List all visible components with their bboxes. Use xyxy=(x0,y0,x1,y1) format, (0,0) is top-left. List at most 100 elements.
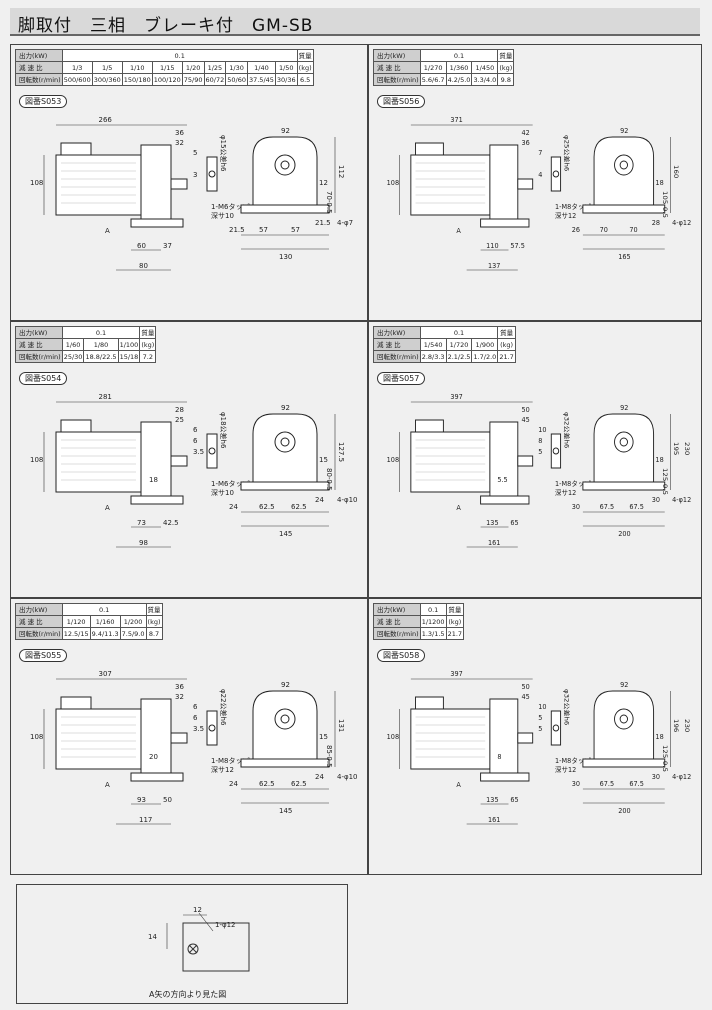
speed-cell: 3.3/4.0 xyxy=(471,73,499,86)
dim-base-half-left: 67.5 xyxy=(600,503,614,511)
dim-key-depth: 3.5 xyxy=(193,448,204,456)
dim-shaft-height: 85-0.5 xyxy=(325,745,333,768)
dim-mount-holes: 4-φ10 xyxy=(337,773,358,781)
dim-base-edge-right: 30 xyxy=(652,773,660,781)
dim-tap-depth: 深サ12 xyxy=(555,211,576,220)
gearbox-body xyxy=(140,144,172,226)
mass-unit: (kg) xyxy=(145,615,163,628)
speed-label: 回転数(r/min) xyxy=(373,73,421,86)
front-base xyxy=(582,204,666,214)
speed-cell: 2.1/2.5 xyxy=(445,350,473,363)
dim-base-edge-right: 24 xyxy=(315,773,324,781)
dim-base-edge-right: 24 xyxy=(315,496,324,504)
shaft-key-detail xyxy=(206,710,218,746)
mass-value: 9.8 xyxy=(497,73,515,86)
dim-total-height: 131 xyxy=(337,719,345,732)
dim-base-total: 145 xyxy=(279,807,292,815)
output-shaft xyxy=(170,732,188,744)
output-shaft xyxy=(517,732,534,744)
dim-shaft-height: 125-0.5 xyxy=(661,745,669,772)
dim-shaft-length: 42 xyxy=(522,129,530,137)
front-view-housing xyxy=(593,413,655,483)
mounting-foot xyxy=(480,495,530,505)
dim-base-thickness: 15 xyxy=(319,456,328,464)
dim-motor-height: 108 xyxy=(387,456,399,464)
speed-label: 回転数(r/min) xyxy=(15,350,63,363)
dim-total-height: 160 xyxy=(672,165,680,178)
page-title: 脚取付 三相 ブレーキ付 GM-SB xyxy=(18,16,314,36)
speed-label: 回転数(r/min) xyxy=(373,350,421,363)
speed-cell: 60/72 xyxy=(203,73,227,86)
speed-cell: 5.6/6.7 xyxy=(419,73,447,86)
detail-hole-icon xyxy=(187,943,199,955)
dim-base-thickness: 15 xyxy=(319,733,328,741)
speed-cell: 15/18 xyxy=(117,350,141,363)
output-value: 0.1 xyxy=(419,326,499,339)
dim-base-edge-left: 30 xyxy=(572,503,580,511)
dim-base-half-right: 62.5 xyxy=(291,503,307,511)
output-label: 出力(kW) xyxy=(15,326,63,339)
dim-tap-depth: 深サ10 xyxy=(211,488,234,497)
shaft-key-detail xyxy=(550,710,562,746)
speed-cell: 25/30 xyxy=(61,350,85,363)
dim-shaft-length: 36 xyxy=(175,129,184,137)
terminal-box xyxy=(60,419,92,433)
front-view-housing xyxy=(252,690,318,760)
dim-shaft-offset: 32 xyxy=(175,139,184,147)
dim-front-width: 92 xyxy=(620,127,628,135)
dim-tap-size: 1-M6タップ xyxy=(211,202,249,211)
ratio-label: 減 速 比 xyxy=(373,338,421,351)
dim-motor-height: 108 xyxy=(30,456,43,464)
front-base xyxy=(582,481,666,491)
dim-base-total: 130 xyxy=(279,253,292,261)
mass-value: 21.7 xyxy=(497,350,516,363)
output-label: 出力(kW) xyxy=(373,49,421,62)
dim-key-depth: 4 xyxy=(538,171,542,179)
shaft-key-detail xyxy=(206,433,218,469)
dim-base-total: 165 xyxy=(618,253,630,261)
dim-motor-height: 108 xyxy=(387,733,399,741)
shaft-key-detail xyxy=(550,433,562,469)
dim-shaft-length: 28 xyxy=(175,406,184,414)
dim-base-height: 5.5 xyxy=(497,476,507,484)
dim-base-thickness: 18 xyxy=(655,179,663,187)
terminal-box xyxy=(415,142,444,156)
dim-base-half-left: 62.5 xyxy=(259,780,275,788)
front-base xyxy=(240,758,330,768)
speed-cell: 37.5/45 xyxy=(246,73,276,86)
gearbox-body xyxy=(489,421,519,503)
ratio-cell: 1/720 xyxy=(445,338,473,351)
dim-tap-size: 1-M8タップ xyxy=(211,756,249,765)
mass-value: 7.2 xyxy=(139,350,157,363)
figure-number-badge: 図番S054 xyxy=(19,372,68,385)
front-shaft-icon xyxy=(274,154,296,176)
ratio-cell: 1/120 xyxy=(61,615,91,628)
speed-cell: 4.2/5.0 xyxy=(445,73,473,86)
dim-base-total: 200 xyxy=(618,807,630,815)
dim-front-width: 92 xyxy=(620,404,628,412)
dim-tap-depth: 深サ12 xyxy=(555,765,576,774)
dim-tap-size: 1-M6タップ xyxy=(211,479,249,488)
ratio-cell: 1/10 xyxy=(121,61,153,74)
dim-front-width: 92 xyxy=(281,681,290,689)
dim-base-half-left: 57 xyxy=(259,226,268,234)
front-base xyxy=(240,481,330,491)
output-shaft xyxy=(517,455,534,467)
motor-body xyxy=(55,431,142,493)
speed-cell: 18.8/22.5 xyxy=(83,350,119,363)
dim-motor-height: 108 xyxy=(30,733,43,741)
dim-base-height: 18 xyxy=(149,476,158,484)
detail-dim-hole: 1-φ12 xyxy=(215,921,236,929)
dim-front-width: 92 xyxy=(281,404,290,412)
dim-shaft-end: 65 xyxy=(510,796,518,804)
dim-base-total: 145 xyxy=(279,530,292,538)
mass-value: 8.7 xyxy=(145,627,163,640)
dim-shaft-height: 105-0.5 xyxy=(661,191,669,218)
dim-base-height: 20 xyxy=(149,753,158,761)
output-label: 出力(kW) xyxy=(15,49,63,62)
